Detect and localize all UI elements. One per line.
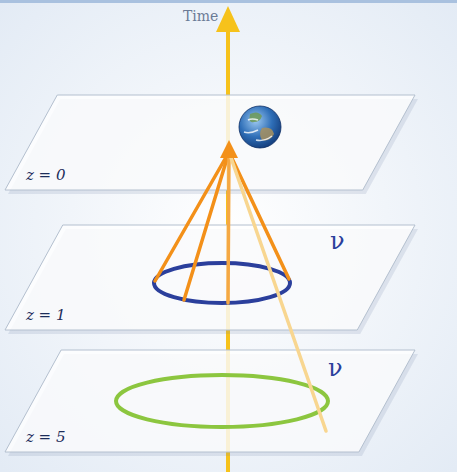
light-ray	[155, 152, 229, 281]
plane-surface	[5, 350, 415, 452]
time-arrowhead	[216, 6, 240, 32]
earth	[239, 106, 281, 148]
redshift-label: z = 1	[26, 307, 66, 324]
light-ray	[229, 152, 326, 431]
redshift-plane: z = 0	[5, 95, 415, 190]
horizon-ring-far	[116, 375, 328, 427]
earth-land	[250, 112, 263, 122]
axis-label: Time	[183, 9, 218, 23]
redshift-label: z = 5	[26, 429, 66, 446]
plane-surface	[5, 225, 415, 330]
top-rule	[0, 0, 457, 3]
light-ray	[229, 152, 289, 279]
label-holder: ν	[328, 356, 343, 380]
light-ray	[228, 152, 229, 303]
redshift-plane: z = 5	[5, 350, 415, 452]
label-holder: Time	[183, 9, 218, 23]
plane-outline	[5, 95, 415, 190]
plane-surface	[5, 95, 415, 190]
neutrino-symbol: ν	[328, 356, 343, 380]
neutrino-symbol: ν	[330, 229, 345, 253]
earth-clouds	[244, 119, 272, 141]
ray-arrowhead	[220, 140, 238, 158]
redshift-label: z = 0	[26, 167, 66, 184]
plane-outline	[5, 350, 415, 452]
label-holder: ν	[330, 229, 345, 253]
light-ray	[184, 152, 229, 300]
plane-outline	[5, 225, 415, 330]
redshift-plane: z = 1	[5, 225, 415, 330]
